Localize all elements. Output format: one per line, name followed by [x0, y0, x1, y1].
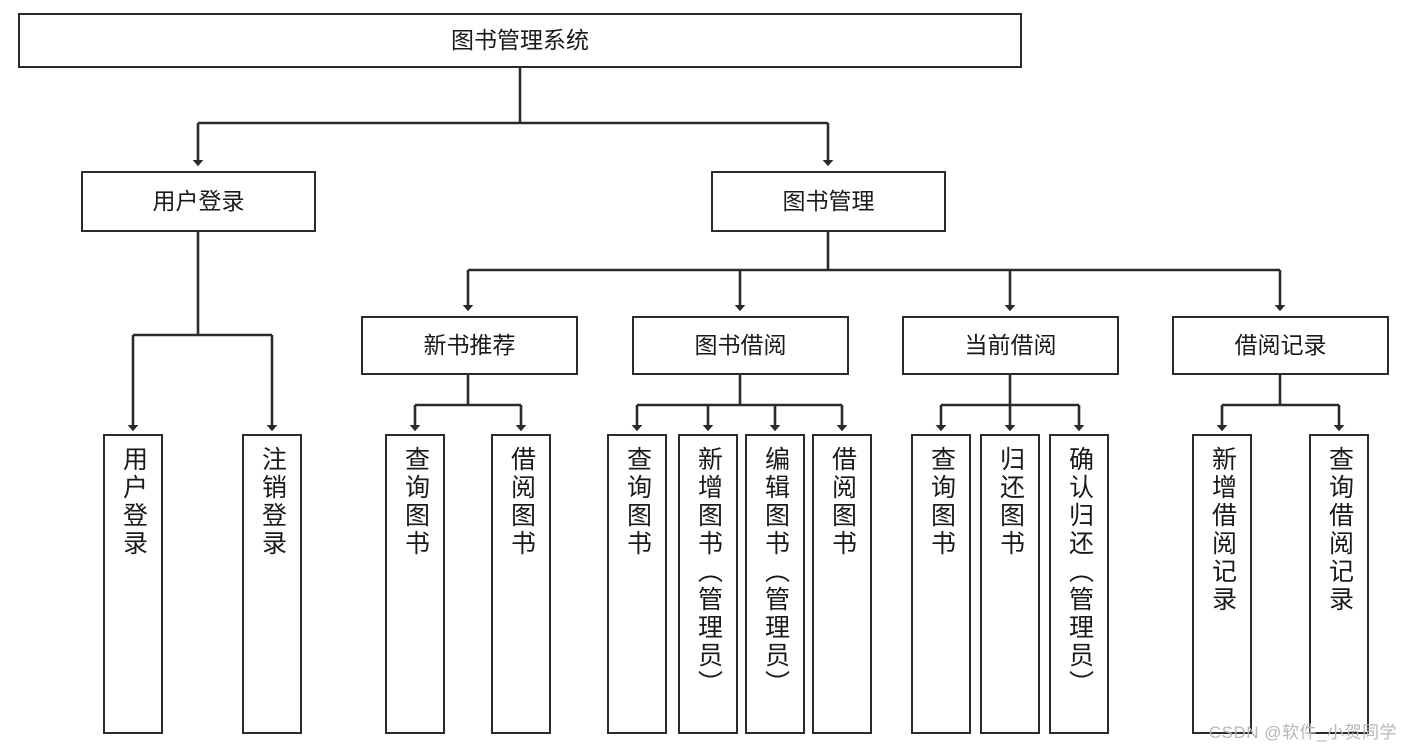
node-label: 新书推荐: [423, 332, 516, 359]
node-label: 图书管理系统: [451, 27, 589, 54]
node-label: 借阅记录: [1234, 332, 1327, 359]
node-leaf-return-books[interactable]: 归还图书: [980, 434, 1040, 734]
node-label: 确认归还（管理员）: [1065, 446, 1094, 698]
node-label: 查询借阅记录: [1325, 446, 1354, 614]
node-leaf-borrow-books[interactable]: 借阅图书: [812, 434, 872, 734]
node-leaf-edit-book-admin[interactable]: 编辑图书（管理员）: [745, 434, 805, 734]
node-leaf-query-borrow-record[interactable]: 查询借阅记录: [1309, 434, 1369, 734]
node-leaf-borrow-books-new[interactable]: 借阅图书: [491, 434, 551, 734]
node-label: 借阅图书: [828, 446, 857, 558]
node-leaf-query-books-new[interactable]: 查询图书: [385, 434, 445, 734]
node-book-borrow[interactable]: 图书借阅: [632, 316, 849, 375]
node-label: 编辑图书（管理员）: [761, 446, 790, 698]
node-borrow-record[interactable]: 借阅记录: [1172, 316, 1389, 375]
node-leaf-query-books-current[interactable]: 查询图书: [911, 434, 971, 734]
node-book-management[interactable]: 图书管理: [711, 171, 946, 232]
node-leaf-user-login[interactable]: 用户登录: [103, 434, 163, 734]
csdn-watermark: CSDN @软件_小贺同学: [1208, 723, 1397, 742]
node-label: 图书管理: [782, 188, 875, 215]
node-leaf-query-books-borrow[interactable]: 查询图书: [607, 434, 667, 734]
node-label: 当前借阅: [964, 332, 1057, 359]
node-current-borrow[interactable]: 当前借阅: [902, 316, 1119, 375]
node-label: 图书借阅: [694, 332, 787, 359]
node-leaf-add-borrow-record[interactable]: 新增借阅记录: [1192, 434, 1252, 734]
node-label: 查询图书: [623, 446, 652, 558]
node-leaf-logout[interactable]: 注销登录: [242, 434, 302, 734]
node-label: 查询图书: [927, 446, 956, 558]
node-root-library-system[interactable]: 图书管理系统: [18, 13, 1022, 68]
node-label: 归还图书: [996, 446, 1025, 558]
node-leaf-confirm-return-admin[interactable]: 确认归还（管理员）: [1049, 434, 1109, 734]
node-user-login[interactable]: 用户登录: [81, 171, 316, 232]
node-label: 新增借阅记录: [1208, 446, 1237, 614]
node-label: 查询图书: [401, 446, 430, 558]
node-leaf-add-book-admin[interactable]: 新增图书（管理员）: [678, 434, 738, 734]
node-label: 注销登录: [258, 446, 287, 558]
node-label: 借阅图书: [507, 446, 536, 558]
node-label: 用户登录: [152, 188, 245, 215]
node-new-book-recommend[interactable]: 新书推荐: [361, 316, 578, 375]
node-label: 新增图书（管理员）: [694, 446, 723, 698]
node-label: 用户登录: [119, 446, 148, 558]
